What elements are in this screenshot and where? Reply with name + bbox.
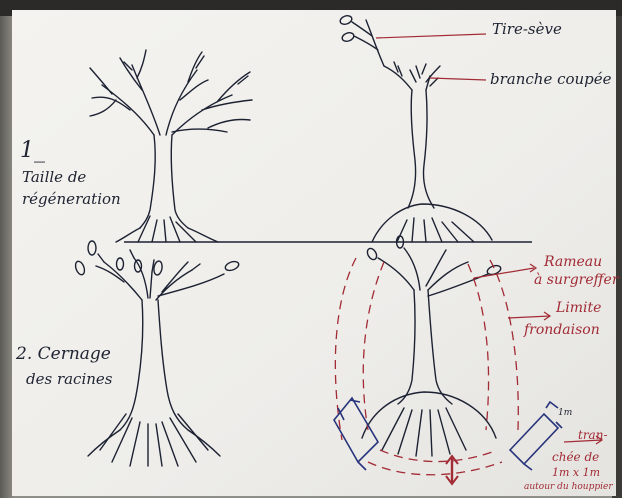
paper-sheet: 1_ Taille de régéneration 2. Cernage des… xyxy=(12,10,619,496)
label-rameau: Rameau xyxy=(544,254,603,270)
label-autour: autour du houppier xyxy=(524,482,613,492)
label-tire-seve: Tire-sève xyxy=(492,20,562,38)
label-branche-coupee: branche coupée xyxy=(490,70,612,88)
paper-background xyxy=(12,10,616,496)
label-dimensions: 1m x 1m xyxy=(552,466,601,479)
section-1-title-line2: régéneration xyxy=(22,190,121,208)
tree-root-pruning xyxy=(74,240,240,467)
section-2-title-line2: des racines xyxy=(26,370,113,388)
section-2-title-line1: 2. Cernage xyxy=(16,344,111,364)
label-frondaison: frondaison xyxy=(524,322,600,338)
label-chee-de: chée de xyxy=(552,450,600,464)
sketch-drawing xyxy=(12,10,616,496)
background-edge-left xyxy=(0,0,14,498)
label-pointers-bottom xyxy=(445,263,604,486)
section-1-title-line1: Taille de xyxy=(22,168,87,186)
tree-after-pruning xyxy=(339,15,493,243)
label-pointers-top xyxy=(375,33,487,81)
label-one-meter: 1m xyxy=(558,408,573,418)
tree-before-pruning xyxy=(89,49,253,243)
label-tran: tran- xyxy=(578,428,608,442)
section-1-number: 1_ xyxy=(20,138,45,163)
trench-dimension-marks xyxy=(333,396,563,471)
label-limite: Limite xyxy=(556,300,602,316)
background-edge-right xyxy=(612,0,622,498)
frondaison-limit xyxy=(334,257,519,476)
label-a-surgreffer: à surgreffer xyxy=(534,272,619,288)
